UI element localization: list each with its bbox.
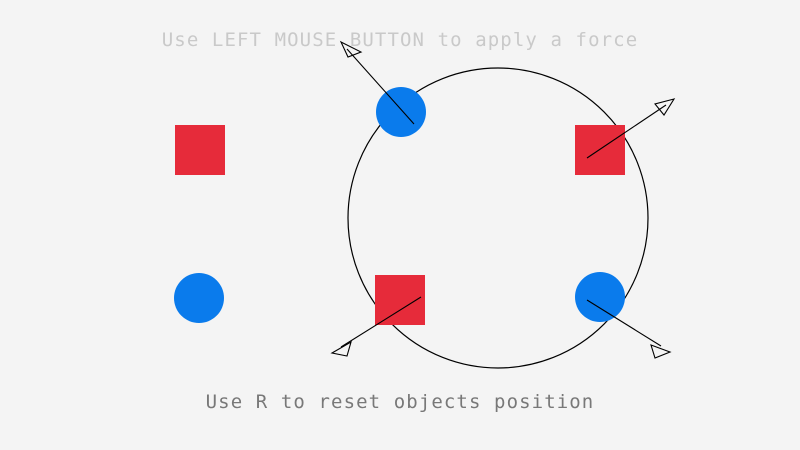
arrowhead-icon [339,40,363,58]
body-square-ring-bottom[interactable] [375,275,425,325]
force-shaft-icon [340,296,422,348]
force-vector-circle-top [339,40,415,125]
constraint-ring [347,67,649,369]
force-vector-circle-bottomright [586,299,672,359]
body-circle-ring-top[interactable] [376,87,426,137]
body-square-ring-right[interactable] [575,125,625,175]
arrowhead-icon [330,340,352,357]
force-shaft-icon [586,299,662,347]
arrowhead-icon [650,344,672,359]
force-shaft-icon [346,48,415,125]
body-square-free-left[interactable] [175,125,225,175]
body-circle-ring-bottomright[interactable] [575,272,625,322]
arrowhead-icon [654,98,676,116]
body-circle-free-left[interactable] [174,273,224,323]
force-vector-square-bottom [330,296,422,357]
force-shaft-icon [586,104,667,159]
force-vector-square-right [586,98,676,159]
